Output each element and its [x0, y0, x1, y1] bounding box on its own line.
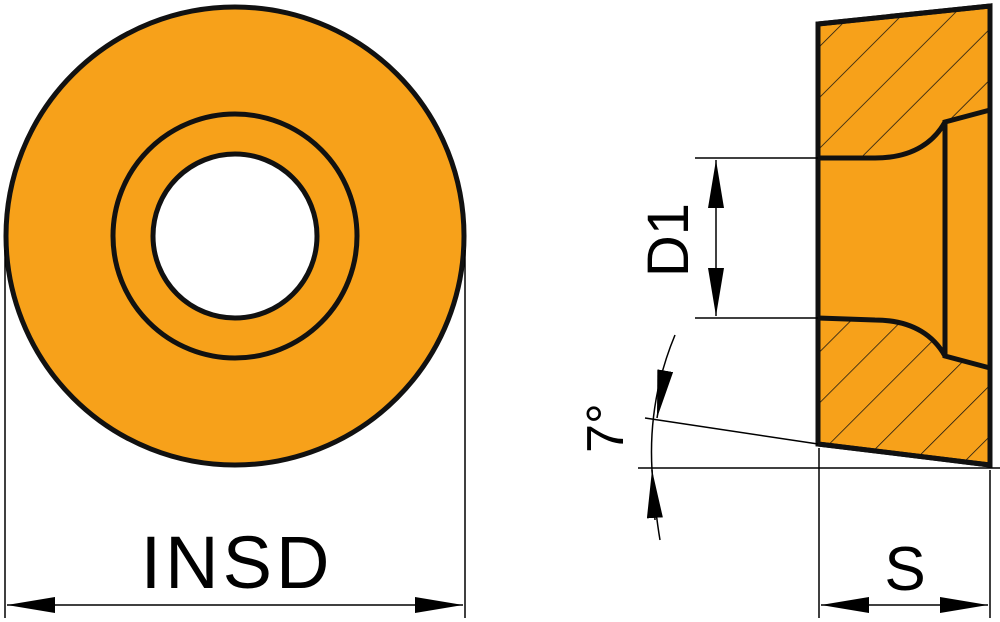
insert-cross-section [815, 3, 993, 468]
d1-dimension [695, 157, 818, 319]
insd-label: INSD [141, 521, 334, 604]
s-label: S [884, 535, 925, 604]
angle-label: 7° [577, 403, 635, 453]
d1-label: D1 [636, 203, 701, 277]
insert-top-view [3, 4, 467, 468]
s-dimension [818, 448, 991, 618]
center-hole [150, 151, 320, 321]
insd-dimension [4, 250, 466, 618]
